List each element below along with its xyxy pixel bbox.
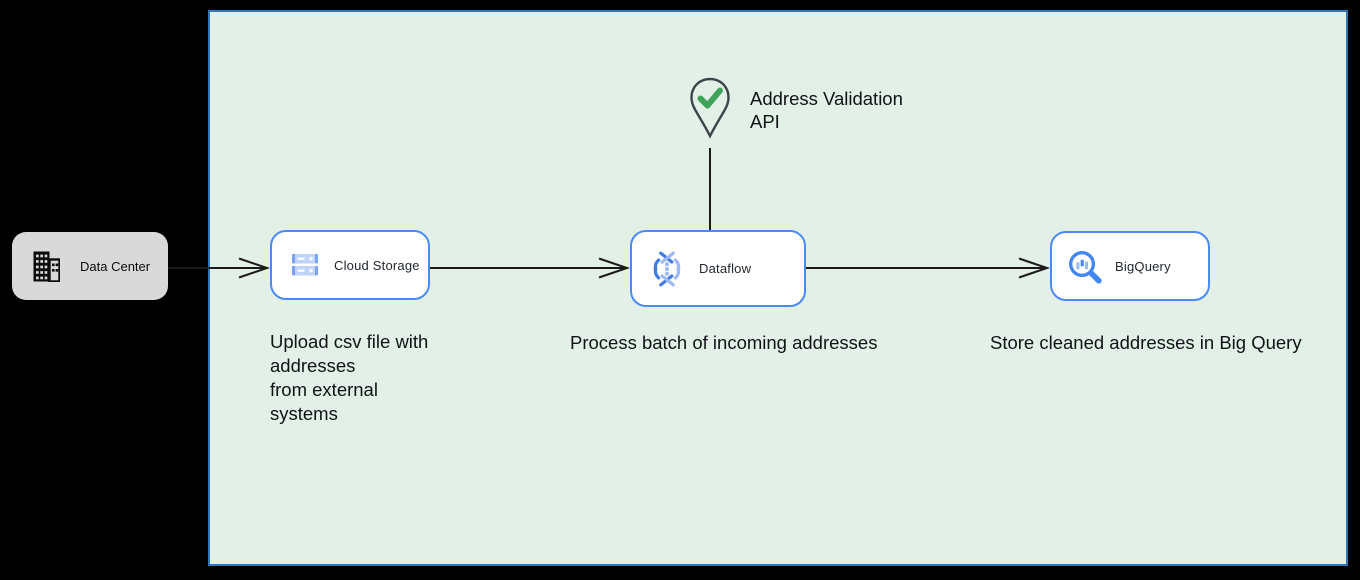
- building-icon: [33, 251, 60, 282]
- dataflow-label: Dataflow: [699, 261, 752, 276]
- cloud-storage-icon: [292, 254, 318, 276]
- data-center-node[interactable]: Data Center: [12, 232, 168, 300]
- cloud-storage-label: Cloud Storage: [334, 257, 420, 273]
- bigquery-node[interactable]: BigQuery: [1050, 231, 1210, 301]
- cloud-storage-caption: Upload csv file with addresses from exte…: [270, 331, 429, 424]
- bigquery-caption: Store cleaned addresses in Big Query: [990, 332, 1302, 353]
- data-center-label: Data Center: [80, 258, 151, 274]
- map-pin-check-icon: [690, 77, 730, 139]
- dataflow-node[interactable]: Dataflow: [630, 230, 806, 307]
- dataflow-caption: Process batch of incoming addresses: [570, 332, 878, 353]
- bigquery-icon: [1069, 250, 1102, 284]
- cloud-storage-node[interactable]: Cloud Storage: [270, 230, 430, 300]
- dataflow-icon: [653, 251, 681, 286]
- address-validation-label: Address Validation API: [750, 88, 903, 132]
- bigquery-label: BigQuery: [1115, 258, 1171, 274]
